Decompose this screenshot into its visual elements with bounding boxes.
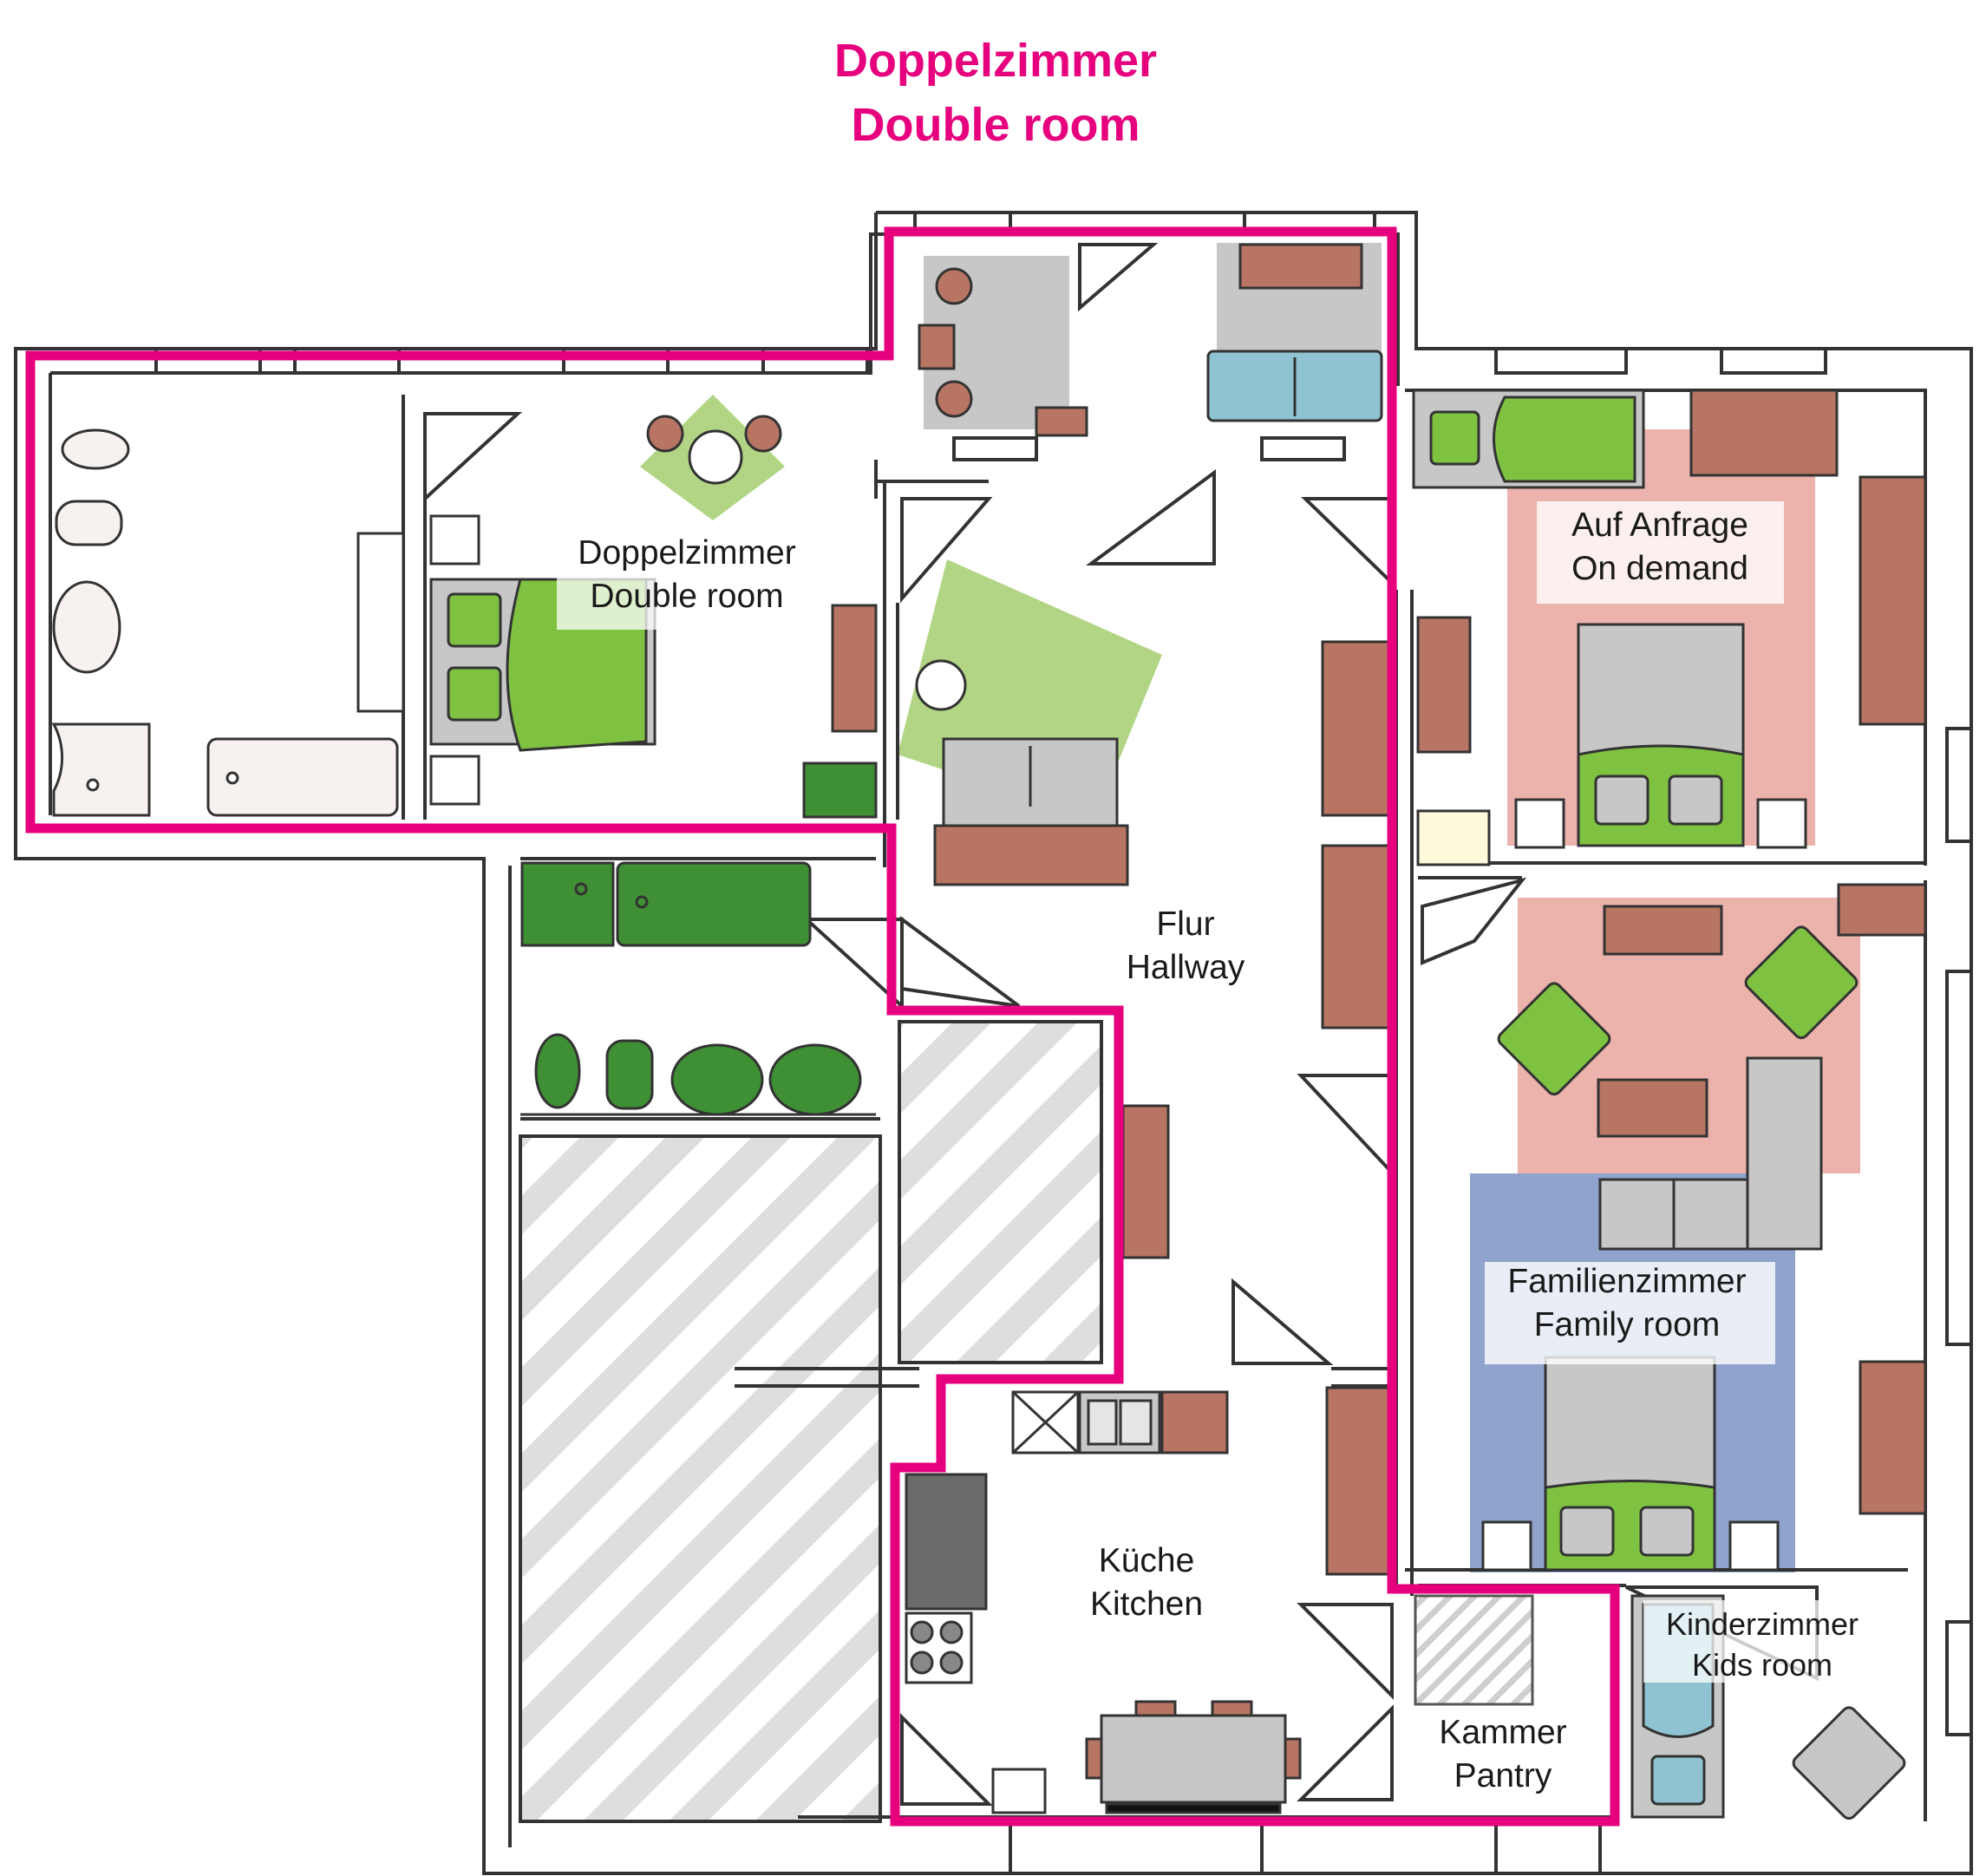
storage-area-large xyxy=(519,1134,882,1823)
sideboard-icon xyxy=(1238,243,1363,290)
room-label-kids-de: Kinderzimmer xyxy=(1666,1606,1859,1642)
table-icon xyxy=(688,429,743,485)
page-title-line1: Doppelzimmer xyxy=(834,35,1157,87)
bathtub-icon xyxy=(616,861,812,947)
room-label-family-en: Family room xyxy=(1534,1306,1721,1343)
wardrobe-icon xyxy=(1859,1360,1927,1515)
room-label-hallway-de: Flur xyxy=(1156,905,1214,943)
shower-icon xyxy=(51,722,151,817)
chair-icon xyxy=(935,267,973,305)
room-label-kids-en: Kids room xyxy=(1692,1647,1832,1683)
toilet-icon xyxy=(534,1033,581,1109)
bathtub-icon xyxy=(206,737,399,817)
room-label-double-de: Doppelzimmer xyxy=(578,534,795,572)
wardrobe-icon xyxy=(1321,844,1394,1030)
cabinet-icon xyxy=(1416,809,1491,866)
dining-nook xyxy=(918,243,1383,437)
on-demand-room-furniture xyxy=(1412,389,1927,866)
label-bg-on-demand xyxy=(1537,501,1784,604)
pantry-shelf xyxy=(1414,1594,1534,1706)
boiler-icon xyxy=(991,1768,1047,1814)
bathroom-fixtures xyxy=(51,428,405,817)
low-cabinet-icon xyxy=(933,824,1129,886)
label-bg-family xyxy=(1485,1262,1775,1364)
sideboard-icon xyxy=(1603,905,1723,956)
coffee-table-icon xyxy=(1597,1078,1708,1138)
wardrobe-icon xyxy=(1321,640,1394,817)
cabinet-icon xyxy=(1837,883,1927,937)
double-room-furniture xyxy=(429,415,878,819)
nightstand-icon xyxy=(1728,1520,1780,1572)
desk-icon xyxy=(1689,389,1839,477)
room-label-on-demand-de: Auf Anfrage xyxy=(1571,507,1748,544)
lamp-icon xyxy=(915,659,967,711)
fridge-icon xyxy=(905,1473,988,1611)
label-bg-double xyxy=(557,536,810,630)
nightstand-icon xyxy=(1514,798,1565,849)
hallway-furniture xyxy=(915,640,1396,1576)
armchair-icon xyxy=(1792,1706,1906,1820)
family-room-furniture xyxy=(1481,883,1927,1572)
room-label-on-demand-en: On demand xyxy=(1571,550,1748,587)
room-label-pantry-en: Pantry xyxy=(1454,1757,1552,1794)
label-bg-kids xyxy=(1643,1600,1891,1683)
shower-icon xyxy=(520,861,615,947)
toilet-icon xyxy=(61,428,130,470)
nightstand-icon xyxy=(429,755,480,806)
green-bathroom xyxy=(520,861,876,1116)
shelf-icon xyxy=(1416,616,1472,754)
room-label-kitchen-en: Kitchen xyxy=(1090,1585,1203,1623)
room-label-double-en: Double room xyxy=(590,578,783,615)
dining-table-icon xyxy=(1100,1714,1287,1804)
chair-icon xyxy=(744,415,782,453)
cabinet-icon xyxy=(802,762,878,819)
wardrobe-icon xyxy=(1325,1386,1396,1576)
nightstand-icon xyxy=(1481,1520,1532,1572)
kitchen-furniture xyxy=(905,1390,1302,1814)
chair-icon xyxy=(935,380,973,418)
bidet-icon xyxy=(605,1039,654,1110)
room-label-kitchen-de: Küche xyxy=(1099,1542,1195,1579)
double-room-highlight-outline xyxy=(25,226,1620,1827)
room-label-pantry-de: Kammer xyxy=(1439,1714,1566,1751)
storage-area-small xyxy=(898,1020,1103,1364)
chair-icon xyxy=(1284,1737,1302,1780)
room-label-family-de: Familienzimmer xyxy=(1507,1263,1746,1300)
chair-icon xyxy=(1211,1700,1253,1717)
chair-icon xyxy=(646,415,684,453)
stool-icon xyxy=(1035,406,1088,437)
nightstand-icon xyxy=(1756,798,1807,849)
counter-icon xyxy=(1160,1390,1229,1454)
chair-icon xyxy=(1134,1700,1177,1717)
wardrobe-icon xyxy=(831,604,878,733)
chair-icon xyxy=(918,324,956,370)
nightstand-icon xyxy=(429,514,480,565)
page-title-line2: Double room xyxy=(852,99,1140,151)
armchair-icon xyxy=(1744,925,1859,1040)
sink-icon xyxy=(52,580,121,674)
bidet-icon xyxy=(55,500,123,546)
chair-icon xyxy=(1085,1737,1103,1780)
room-label-hallway-en: Hallway xyxy=(1127,949,1245,986)
sink-icon xyxy=(768,1043,862,1116)
wardrobe-icon xyxy=(1859,475,1927,726)
shelf-icon xyxy=(1121,1104,1170,1259)
sink-icon xyxy=(670,1043,764,1116)
armchair-icon xyxy=(1497,982,1611,1096)
